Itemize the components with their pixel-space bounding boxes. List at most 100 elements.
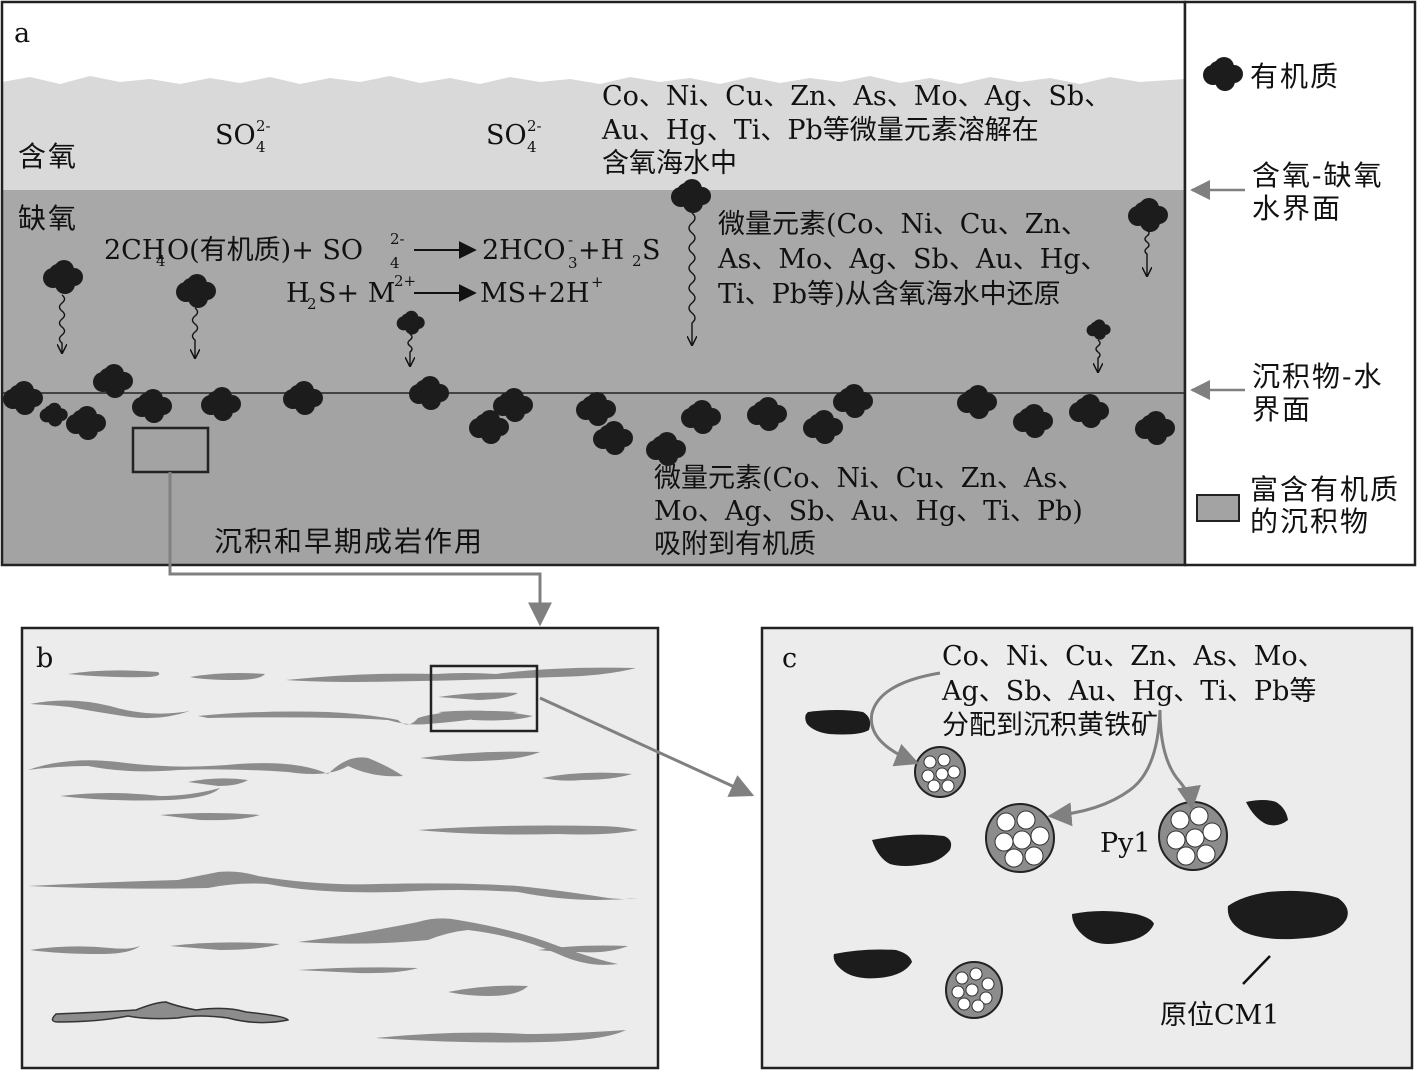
lamina xyxy=(170,942,280,950)
svg-text:2-: 2- xyxy=(256,117,271,135)
organic-matter-grain xyxy=(1072,911,1154,944)
panel-a-label: a xyxy=(14,18,30,49)
legend-redox-label-line1: 含氧-缺氧 xyxy=(1252,159,1383,192)
anoxic-zone-label: 缺氧 xyxy=(18,202,78,235)
legend-sediment-label-line2: 界面 xyxy=(1252,393,1312,426)
svg-text:S+ M: S+ M xyxy=(318,278,395,309)
organic-matter-grain xyxy=(833,949,912,979)
svg-text:4: 4 xyxy=(156,252,166,270)
svg-text:O(有机质)+ SO: O(有机质)+ SO xyxy=(167,235,363,266)
svg-text:4: 4 xyxy=(256,138,266,156)
pyrite-framboid-small xyxy=(914,746,966,798)
sinking-arrow xyxy=(689,212,695,345)
svg-text:微量元素(Co、Ni、Cu、Zn、: 微量元素(Co、Ni、Cu、Zn、 xyxy=(718,209,1088,240)
pyrite-framboid-bottom xyxy=(945,961,1003,1019)
cm1-label: 原位CM1 xyxy=(1160,1000,1279,1031)
pyrite-label: Py1 xyxy=(1100,828,1151,859)
lamina xyxy=(298,918,618,965)
legend-sediment-swatch xyxy=(1196,494,1240,522)
lamina xyxy=(438,710,533,721)
partition-text: Co、Ni、Cu、Zn、As、Mo、 Ag、Sb、Au、Hg、Ti、Pb等 分配… xyxy=(941,641,1325,741)
deposition-diagenesis-label: 沉积和早期成岩作用 xyxy=(214,525,484,558)
organic-laminae xyxy=(28,667,638,1043)
sinking-arrow xyxy=(1096,339,1100,372)
sulfate-label-2: SO 4 2- xyxy=(486,117,542,156)
reduced-elements-text: 微量元素(Co、Ni、Cu、Zn、 As、Mo、Ag、Sb、Au、Hg、 Ti、… xyxy=(717,209,1108,310)
panel-c-label: c xyxy=(782,643,797,674)
svg-text:Au、Hg、Ti、Pb等微量元素溶解在: Au、Hg、Ti、Pb等微量元素溶解在 xyxy=(601,115,1039,146)
panel-a: a 含氧 缺氧 SO 4 2- SO 4 2- Co、Ni、Cu、Zn、As、M… xyxy=(0,0,1187,567)
lamina xyxy=(198,710,518,725)
svg-text:S: S xyxy=(642,235,661,266)
oxic-water-layer xyxy=(2,76,1185,190)
lamina xyxy=(286,667,636,682)
svg-text:-: - xyxy=(568,231,573,249)
panel-b-border xyxy=(20,626,660,1070)
legend-redox-label-line2: 水界面 xyxy=(1252,192,1342,225)
svg-text:+: + xyxy=(591,273,604,291)
adsorbed-elements-text: 微量元素(Co、Ni、Cu、Zn、As、 Mo、Ag、Sb、Au、Hg、Ti、P… xyxy=(654,463,1084,560)
organic-matter-grain xyxy=(805,710,871,735)
legend-sediment-label-line1: 沉积物-水 xyxy=(1252,360,1383,393)
svg-text:SO: SO xyxy=(486,120,527,151)
svg-text:分配到沉积黄铁矿: 分配到沉积黄铁矿 xyxy=(942,710,1158,741)
sinking-arrow xyxy=(408,333,412,366)
svg-text:吸附到有机质: 吸附到有机质 xyxy=(654,529,816,560)
in-situ-organic-matter xyxy=(805,710,1348,979)
svg-text:2: 2 xyxy=(632,252,642,270)
zoom-connector-b-to-c xyxy=(539,696,755,797)
partition-arrow xyxy=(869,671,941,767)
svg-text:2-: 2- xyxy=(527,117,542,135)
oxic-zone-label: 含氧 xyxy=(18,140,78,173)
svg-text:Mo、Ag、Sb、Au、Hg、Ti、Pb): Mo、Ag、Sb、Au、Hg、Ti、Pb) xyxy=(654,496,1083,527)
dissolved-elements-text: Co、Ni、Cu、Zn、As、Mo、Ag、Sb、 Au、Hg、Ti、Pb等微量元… xyxy=(601,81,1111,179)
svg-text:SO: SO xyxy=(215,120,256,151)
lamina xyxy=(30,700,190,719)
lamina xyxy=(30,946,140,954)
lamina xyxy=(68,670,160,678)
partition-arrows xyxy=(869,671,1201,827)
sinking-arrows xyxy=(60,212,1150,372)
svg-text:4: 4 xyxy=(390,254,400,272)
svg-text:4: 4 xyxy=(527,138,537,156)
pyrite-framboid-py1-right xyxy=(1158,801,1228,871)
panel-c: c Co、Ni、Cu、Zn、As、Mo、 Ag、Sb、Au、Hg、Ti、Pb等 … xyxy=(760,626,1414,1070)
partition-arrow xyxy=(1158,709,1201,811)
panel-c-border xyxy=(760,626,1414,1070)
svg-text:2-: 2- xyxy=(390,230,405,248)
svg-text:+H: +H xyxy=(578,235,624,266)
sinking-arrow xyxy=(193,307,198,358)
lamina xyxy=(190,673,265,680)
legend-border xyxy=(1183,0,1417,567)
lamina xyxy=(298,967,418,974)
legend-organic-sediment-line2: 的沉积物 xyxy=(1250,505,1370,538)
svg-text:3: 3 xyxy=(568,254,578,272)
legend-organic-sediment-line1: 富含有机质 xyxy=(1250,473,1400,506)
lamina xyxy=(542,772,632,781)
organic-matter-grain xyxy=(872,834,952,866)
svg-text:含氧海水中: 含氧海水中 xyxy=(602,148,737,179)
lamina xyxy=(448,985,528,996)
svg-text:2: 2 xyxy=(307,295,317,313)
lamina xyxy=(420,751,540,762)
lamina-highlighted xyxy=(51,1001,290,1024)
organic-matter-grain xyxy=(1227,890,1348,940)
lamina xyxy=(418,825,638,835)
svg-text:Ti、Pb等)从含氧海水中还原: Ti、Pb等)从含氧海水中还原 xyxy=(718,279,1061,310)
sinking-arrow xyxy=(1145,229,1149,276)
svg-text:H: H xyxy=(286,278,310,309)
legend-organic-matter-label: 有机质 xyxy=(1250,60,1340,93)
reaction-metal-sulfide: H 2 S+ M 2+ MS+2H + xyxy=(286,272,604,313)
lamina xyxy=(160,813,260,821)
panel-b-label: b xyxy=(36,643,53,674)
sinking-arrow xyxy=(60,294,65,353)
svg-text:As、Mo、Ag、Sb、Au、Hg、: As、Mo、Ag、Sb、Au、Hg、 xyxy=(717,244,1108,275)
lamina xyxy=(188,778,248,786)
lamina xyxy=(28,871,638,900)
svg-text:2HCO: 2HCO xyxy=(482,235,566,266)
svg-text:微量元素(Co、Ni、Cu、Zn、As、: 微量元素(Co、Ni、Cu、Zn、As、 xyxy=(654,463,1084,494)
organic-matter-grain xyxy=(1246,800,1288,826)
zoom-connector-a-to-b xyxy=(168,472,552,627)
svg-text:Ag、Sb、Au、Hg、Ti、Pb等: Ag、Sb、Au、Hg、Ti、Pb等 xyxy=(941,676,1316,707)
